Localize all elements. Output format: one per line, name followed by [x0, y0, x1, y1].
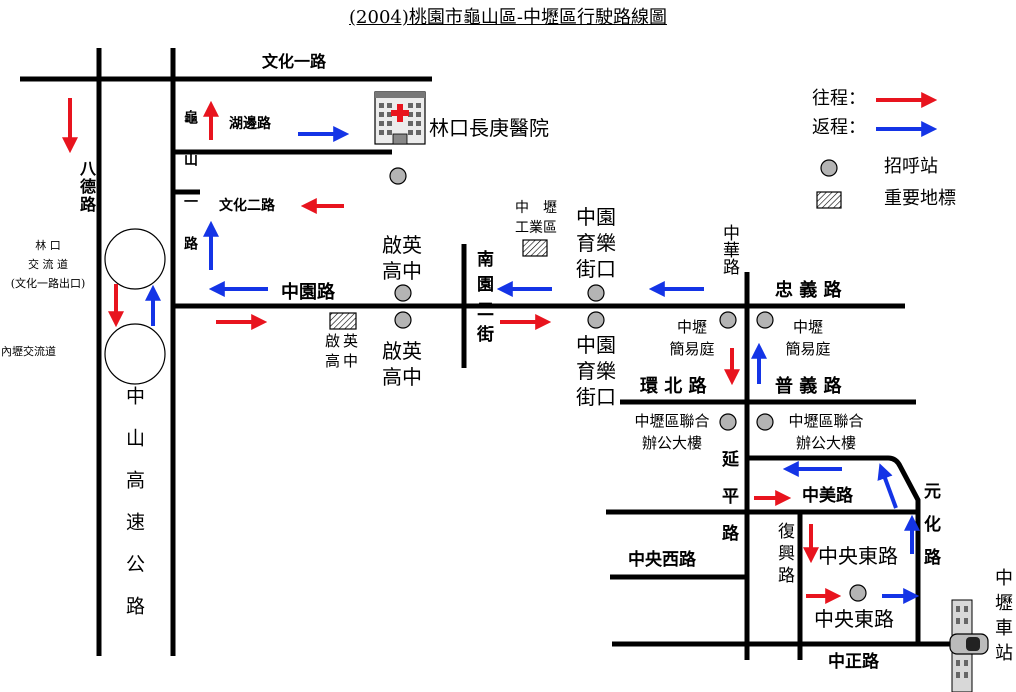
station-label: 中壢車站: [992, 568, 1013, 668]
stop-jianyi-r: [756, 311, 774, 329]
interchange-linkou-circle: [104, 228, 166, 290]
landmark-industrial-icon: [522, 239, 548, 257]
stop-office-r: [756, 413, 774, 431]
hospital-icon: [374, 91, 426, 145]
outbound-arrows: [62, 98, 842, 604]
road-label-wenhua1: 文化一路: [262, 52, 327, 71]
stop-qiying-n: [394, 284, 412, 302]
stop-hubian: [389, 167, 407, 185]
road-label-zhongyuan: 中園路: [281, 282, 335, 303]
road-label-nanyuan2: 南園二街: [473, 250, 493, 350]
landmark-qiying-icon: [329, 312, 357, 330]
stop-office-l: [719, 413, 737, 431]
stop-label-qiying-s: 啟英 高中: [382, 339, 422, 389]
road-label-puyi: 普 義 路: [775, 376, 842, 397]
stop-qiying-s: [394, 311, 412, 329]
road-zhongmei-yuanhua: [747, 455, 921, 644]
stop-label-jianyi-l: 中壢 簡易庭: [669, 318, 715, 358]
legend-landmark-icon: [816, 191, 842, 209]
stop-label-office-r: 中壢區聯合 辦公大樓: [788, 412, 864, 452]
stop-jianyi-l: [719, 311, 737, 329]
stop-label-office-l: 中壢區聯合 辦公大樓: [634, 412, 710, 452]
station-icon: [949, 599, 989, 692]
road-label-freeway: 中山高速公路: [123, 386, 145, 638]
stop-zhongyang-e: [849, 584, 867, 602]
road-label-zhongyang-w: 中央西路: [628, 550, 696, 570]
hospital-label: 林口長庚醫院: [429, 116, 549, 140]
stop-label-qiying-n: 啟英 高中: [382, 233, 422, 283]
landmark-qiying-label: 啟英 高中: [324, 332, 361, 370]
road-label-zhongmei: 中美路: [802, 486, 853, 506]
stop-label-zhongyuan-s: 中園 育樂 街口: [576, 333, 616, 409]
stop-label-zhongyuan-n: 中園 育樂 街口: [576, 205, 616, 281]
stop-label-jianyi-r: 中壢 簡易庭: [785, 318, 831, 358]
road-label-yanping: 延平路: [718, 450, 738, 561]
stop-label-zhongyang-e1: 中央東路: [818, 544, 898, 568]
interchange-neili-label: 內壢交流道: [1, 345, 56, 358]
road-label-zhongzheng: 中正路: [828, 652, 879, 672]
stops: [389, 167, 867, 602]
industrial-label: 中 壢 工業區: [515, 200, 557, 236]
legend-landmark-label: 重要地標: [884, 188, 956, 209]
map-title: (2004)桃園市龜山區-中壢區行駛路線圖: [349, 7, 667, 28]
road-label-wenhua2: 文化二路: [219, 198, 275, 214]
stop-zhongyuan-s: [587, 311, 605, 329]
road-label-bade: 八德路: [77, 160, 96, 214]
interchange-neili-circle: [104, 323, 166, 385]
legend-return-label: 返程：: [812, 117, 866, 138]
road-label-yuanhua: 元化路: [920, 482, 940, 581]
stop-label-zhongyang-e2: 中央東路: [814, 607, 894, 631]
legend-stop-icon: [820, 159, 838, 177]
road-label-hubian: 湖邊路: [229, 116, 271, 132]
road-label-huanbei: 環 北 路: [640, 376, 707, 397]
legend-outbound-label: 往程：: [812, 88, 866, 109]
stop-zhongyuan-n: [587, 284, 605, 302]
interchange-linkou-label: 林 口 交 流 道 (文化一路出口): [10, 239, 86, 290]
road-label-zhonghua: 中華路: [719, 224, 739, 275]
roads: [20, 48, 950, 660]
road-label-guishan1: 龜山一路: [182, 110, 198, 278]
road-label-zhongyi: 忠 義 路: [775, 280, 842, 301]
road-label-fuxing: 復興路: [774, 522, 794, 588]
return-arrows: [145, 126, 920, 604]
legend-stop-label: 招呼站: [884, 156, 938, 177]
